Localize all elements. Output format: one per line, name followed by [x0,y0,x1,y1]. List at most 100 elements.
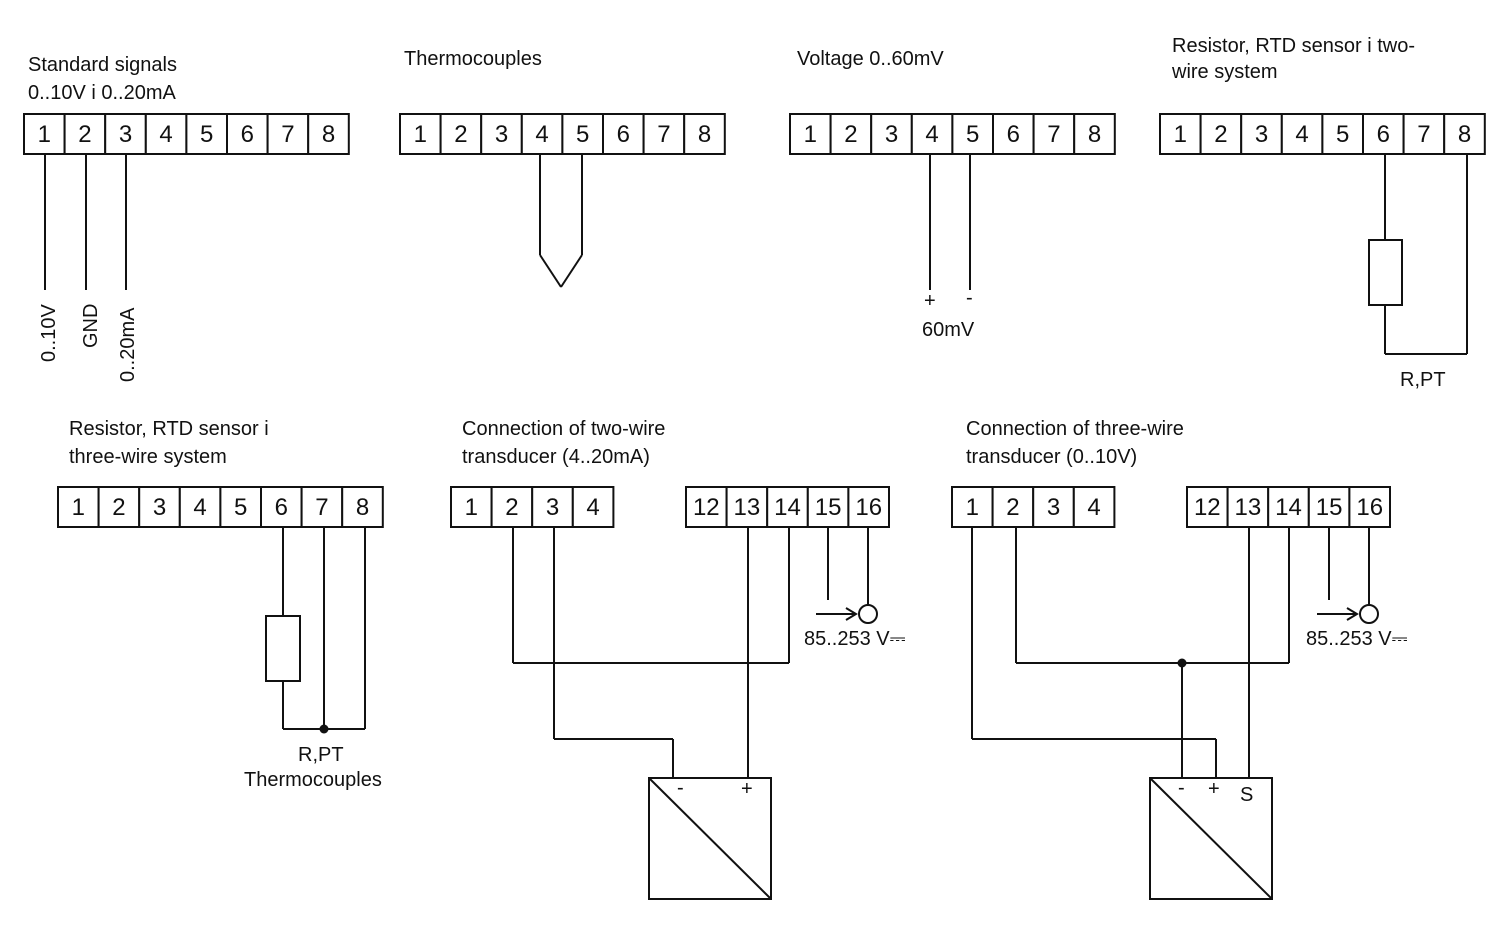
terminal-number: 4 [535,121,548,148]
terminal-number: 2 [844,121,857,148]
terminal-number: 3 [1255,121,1268,148]
terminal-cell [1159,113,1202,155]
terminal-number: 2 [78,121,91,148]
panel-two-wire-transducer: Connection of two-wire transducer (4..20… [450,418,906,900]
terminal-cell [1321,113,1365,155]
terminal-cell [450,486,493,528]
transducer-s: S [1240,784,1253,806]
terminal-cell [1362,113,1405,155]
terminal-number: 8 [698,121,711,148]
terminal-cell [1032,113,1076,155]
terminal-cell [307,113,350,155]
terminal-number: 8 [1458,121,1471,148]
terminal-cell [1226,486,1270,528]
terminal-number: 2 [1214,121,1227,148]
terminal-number: 12 [693,494,720,521]
terminal-cell [63,113,107,155]
terminal-cell [642,113,686,155]
terminal-number: 1 [1174,121,1187,148]
panel-three-wire-transducer: Connection of three-wire transducer (0..… [951,418,1408,900]
terminal-number: 7 [1417,121,1430,148]
terminal-cell [1443,113,1486,155]
terminal-number: 5 [576,121,589,148]
terminal-number: 4 [586,494,599,521]
terminal-cell [829,113,873,155]
supply-label: 85..253 V⎓ [1306,628,1408,650]
terminal-cell [951,113,995,155]
terminal-number: 4 [925,121,938,148]
wire-label-0-20ma: 0..20mA [117,307,139,382]
terminal-cell [1072,486,1116,528]
terminal-number: 2 [1006,494,1019,521]
junction-dot [319,724,329,734]
panel-title: Voltage 0..60mV [797,48,944,70]
terminal-number: 13 [1235,494,1262,521]
terminal-number: 13 [734,494,761,521]
terminal-cell [520,113,564,155]
terminal-cell [178,486,222,528]
transducer-box [1149,777,1273,900]
terminal-number: 8 [356,494,369,521]
supply-symbol [1359,604,1379,624]
terminal-number: 4 [159,121,172,148]
terminal-number: 14 [1275,494,1302,521]
terminal-cell [531,486,574,528]
terminal-number: 8 [1088,121,1101,148]
terminal-cell [266,113,310,155]
terminal-number: 1 [72,494,85,521]
terminal-number: 2 [505,494,518,521]
terminal-number: 5 [1336,121,1349,148]
terminal-number: 7 [1047,121,1060,148]
terminal-number: 1 [966,494,979,521]
terminal-number: 3 [119,121,132,148]
terminal-cell [571,486,615,528]
terminal-number: 5 [200,121,213,148]
wire-label-0-10v: 0..10V [38,304,60,362]
transducer-minus: - [1178,777,1185,799]
terminal-number: 1 [414,121,427,148]
terminal-number: 8 [322,121,335,148]
resistor-symbol [265,615,301,682]
terminal-number: 4 [1295,121,1308,148]
terminal-number: 3 [885,121,898,148]
terminal-number: 7 [657,121,670,148]
terminal-cell [260,486,303,528]
supply-label: 85..253 V⎓ [804,628,906,650]
terminal-cell [991,486,1035,528]
terminal-number: 3 [1047,494,1060,521]
terminal-number: 1 [804,121,817,148]
terminal-number: 1 [38,121,51,148]
terminal-number: 16 [855,494,882,521]
terminal-number: 7 [281,121,294,148]
transducer-plus: + [1208,778,1220,800]
terminal-number: 6 [1377,121,1390,148]
terminal-cell [138,486,181,528]
panel-title-line-1: Resistor, RTD sensor i [69,418,269,440]
terminal-number: 6 [275,494,288,521]
terminal-cell [683,113,726,155]
rpt-label: R,PT [1400,369,1446,391]
terminal-cell [1073,113,1116,155]
terminal-number: 16 [1356,494,1383,521]
terminal-number: 6 [1007,121,1020,148]
terminal-number: 3 [546,494,559,521]
panel-title-line-1: Standard signals [28,54,177,76]
terminal-cell [185,113,228,155]
thermocouple-junction-symbol [539,154,583,288]
terminal-number: 7 [315,494,328,521]
panel-title-line-2: three-wire system [69,446,227,468]
terminal-number: 5 [966,121,979,148]
terminal-number: 1 [465,494,478,521]
terminal-number: 6 [617,121,630,148]
panel-title-line-1: Connection of three-wire [966,418,1184,440]
terminal-cell [480,113,523,155]
panel-rtd-three-wire: Resistor, RTD sensor i three-wire system… [57,418,384,791]
terminal-cell [1267,486,1310,528]
terminal-number: 15 [815,494,842,521]
